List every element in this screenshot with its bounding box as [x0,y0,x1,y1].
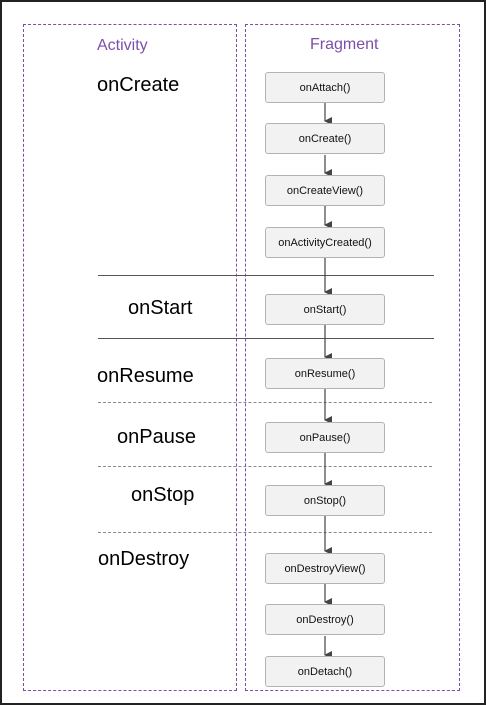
callback-onactivitycreated: onActivityCreated() [265,227,385,258]
phase-separator-stop-destroy [98,532,432,533]
callback-oncreate: onCreate() [265,123,385,154]
activity-column-title: Activity [97,37,148,54]
phase-separator-pause-stop [98,466,432,467]
callback-onstart: onStart() [265,294,385,325]
phase-separator-resume-pause [98,402,432,403]
phase-separator-start-resume [98,338,434,339]
activity-label-onpause: onPause [117,426,196,448]
callback-onpause: onPause() [265,422,385,453]
callback-onresume: onResume() [265,358,385,389]
callback-oncreateview: onCreateView() [265,175,385,206]
activity-label-ondestroy: onDestroy [98,548,190,570]
fragment-column [245,24,460,691]
activity-label-oncreate: onCreate [97,74,180,96]
callback-ondetach: onDetach() [265,656,385,687]
phase-separator-create-start [98,275,434,276]
activity-label-onstop: onStop [131,484,195,506]
fragment-column-title: Fragment [310,36,379,53]
callback-onstop: onStop() [265,485,385,516]
callback-onattach: onAttach() [265,72,385,103]
activity-label-onstart: onStart [128,297,193,319]
callback-ondestroyview: onDestroyView() [265,553,385,584]
activity-label-onresume: onResume [97,365,194,387]
callback-ondestroy: onDestroy() [265,604,385,635]
activity-column [23,24,237,691]
